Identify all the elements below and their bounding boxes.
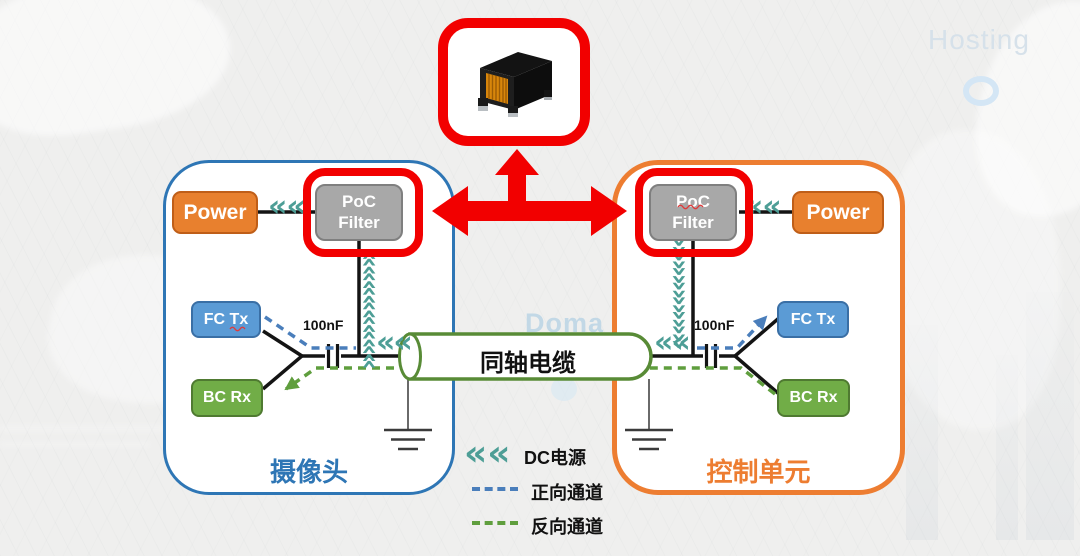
power-box-control: Power <box>792 191 884 234</box>
map-shape <box>880 130 1060 430</box>
control-unit-title: 控制单元 <box>706 457 811 487</box>
power-label: Power <box>183 200 247 224</box>
poc-filter-box-control: PoC Filter <box>649 184 737 241</box>
fc-tx-box-camera: FC Tx <box>191 301 261 338</box>
poc-filter-highlight-control <box>635 168 753 257</box>
bc-rx-box-camera: BC Rx <box>191 379 263 417</box>
fc-tx-box-control: FC Tx <box>777 301 849 338</box>
up-red-arrow <box>495 149 539 212</box>
domain-watermark: Doma <box>525 308 605 338</box>
legend-dc-label: DC电源 <box>524 448 586 468</box>
component-callout-box <box>438 18 590 146</box>
skyline-bar <box>906 325 938 540</box>
skyline-bar <box>1026 292 1074 540</box>
legend-forward-label: 正向通道 <box>531 483 603 503</box>
capacitor-value-camera: 100nF <box>303 317 344 333</box>
bc-rx-label: BC Rx <box>789 389 838 406</box>
poc-label-line2: Filter <box>672 212 714 232</box>
fc-tx-label: FC Tx <box>203 310 249 328</box>
map-stripe <box>0 443 150 446</box>
legend-dc-chevrons: «« <box>464 433 511 474</box>
skyline-bar <box>996 355 1018 540</box>
fc-tx-label: FC Tx <box>790 310 836 328</box>
ring-watermark <box>963 76 999 106</box>
capacitor-value-control: 100nF <box>694 317 735 333</box>
power-label: Power <box>806 200 870 224</box>
poc-filter-highlight-camera <box>303 168 423 257</box>
map-shape <box>0 0 240 148</box>
inductor-image <box>478 52 552 117</box>
bc-rx-label: BC Rx <box>202 389 251 406</box>
poc-filter-box-camera: PoC Filter <box>315 184 403 241</box>
cable-label: 同轴电缆 <box>480 350 576 377</box>
legend-backward-dash <box>472 521 518 525</box>
double-headed-red-arrow <box>432 186 627 236</box>
poc-label-line2: Filter <box>338 212 380 232</box>
power-box-camera: Power <box>172 191 258 234</box>
bc-rx-box-control: BC Rx <box>777 379 850 417</box>
map-stripe <box>0 427 165 430</box>
legend-forward-dash <box>472 487 518 491</box>
hosting-watermark: Hosting <box>928 24 1030 55</box>
poc-label-line1: PoC <box>342 192 376 212</box>
dot-watermark <box>551 377 577 401</box>
legend-backward-label: 反向通道 <box>531 517 603 537</box>
camera-unit-title: 摄像头 <box>269 457 348 487</box>
